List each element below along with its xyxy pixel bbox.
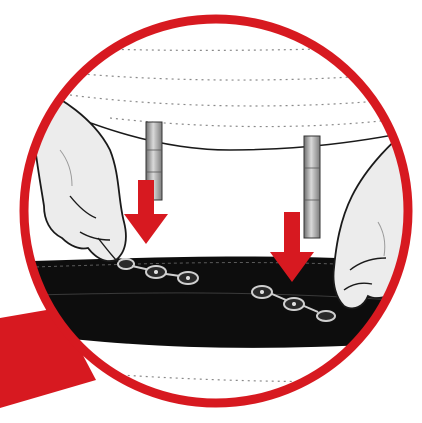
headrest-post-right <box>304 136 320 238</box>
